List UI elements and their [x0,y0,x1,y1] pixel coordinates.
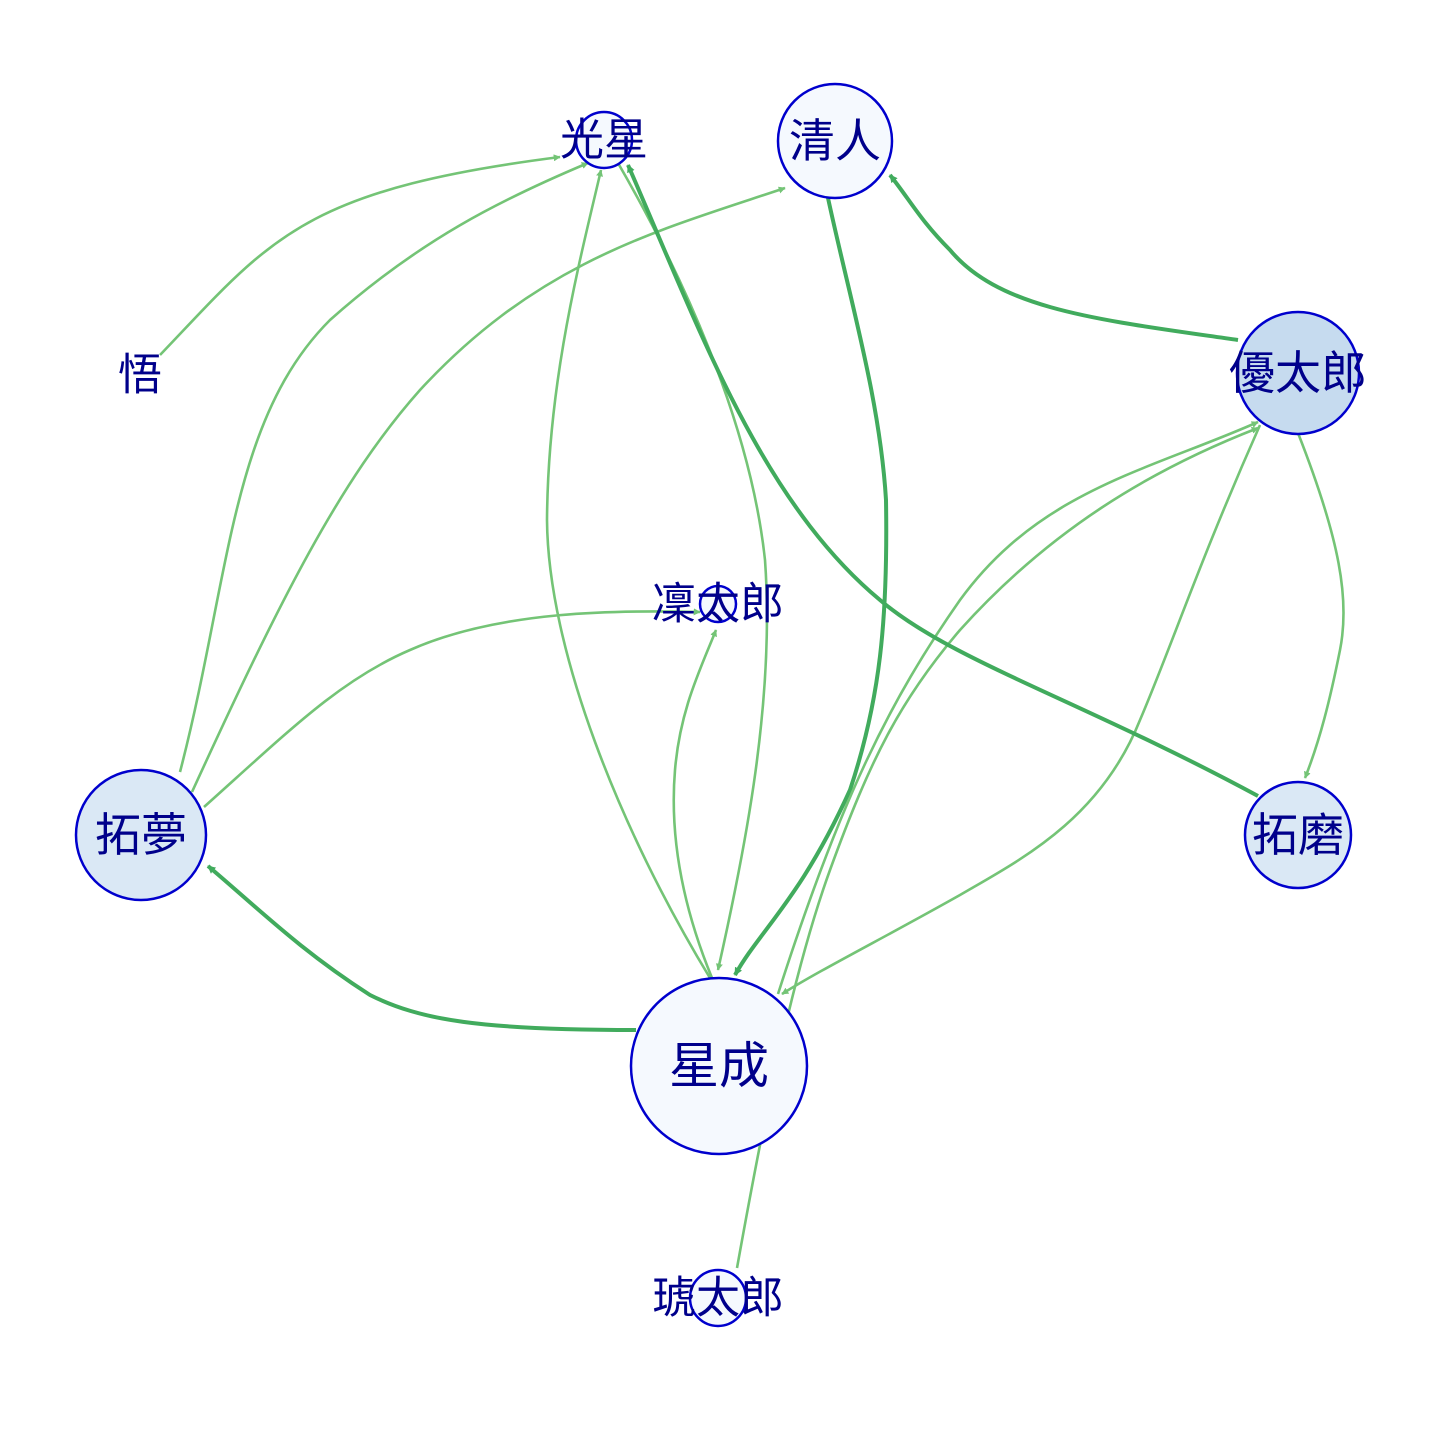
node-label: 星成 [669,1037,769,1095]
edge-seina-to-koboshi [545,169,712,979]
node-label: 琥太郎 [652,1273,784,1324]
node-satoru[interactable]: 悟 [118,350,162,401]
edge-yutaro-to-takuma [1296,432,1345,779]
node-kotaro[interactable]: 琥太郎 [652,1268,784,1328]
node-label: 拓磨 [1252,808,1344,862]
node-circle[interactable] [776,82,894,200]
node-circle[interactable] [688,1268,748,1328]
node-label: 光星 [560,115,648,166]
node-label: 清人 [789,114,881,168]
node-circle[interactable] [629,976,809,1156]
edge-takumu-to-koboshi [178,161,589,773]
edge-yutaro-to-kiyoto [888,173,1239,342]
node-label: 悟 [118,350,162,401]
edge-seina-to-takumu [206,864,637,1032]
node-rintaro[interactable]: 凜太郎 [652,579,784,630]
node-takumu[interactable]: 拓夢 [74,768,208,902]
node-label: 凜太郎 [652,579,784,630]
node-kiyoto[interactable]: 清人 [776,82,894,200]
edge-satoru-to-koboshi [159,154,561,356]
edge-takumu-to-kiyoto [190,186,786,793]
node-circle[interactable] [1243,780,1353,890]
node-seina[interactable]: 星成 [629,976,809,1156]
edge-kiyoto-to-seina [733,197,889,976]
node-circle[interactable] [574,110,634,170]
node-label: 拓夢 [95,808,187,862]
node-takuma[interactable]: 拓磨 [1243,780,1353,890]
node-yutaro[interactable]: 優太郎 [1229,310,1367,436]
edge-yutaro-to-seina [781,424,1262,996]
node-koboshi[interactable]: 光星 [560,110,648,170]
node-circle[interactable] [74,768,208,902]
node-label: 優太郎 [1229,346,1367,400]
edge-seina-to-yutaro [776,420,1259,995]
node-circle[interactable] [698,584,738,624]
edge-takumu-to-rintaro [203,608,701,808]
edge-takuma-to-koboshi [626,164,1259,798]
edge-seina-to-rintaro [672,629,718,979]
edge-kotaro-to-yutaro [735,426,1259,1269]
node-circle[interactable] [1235,310,1361,436]
